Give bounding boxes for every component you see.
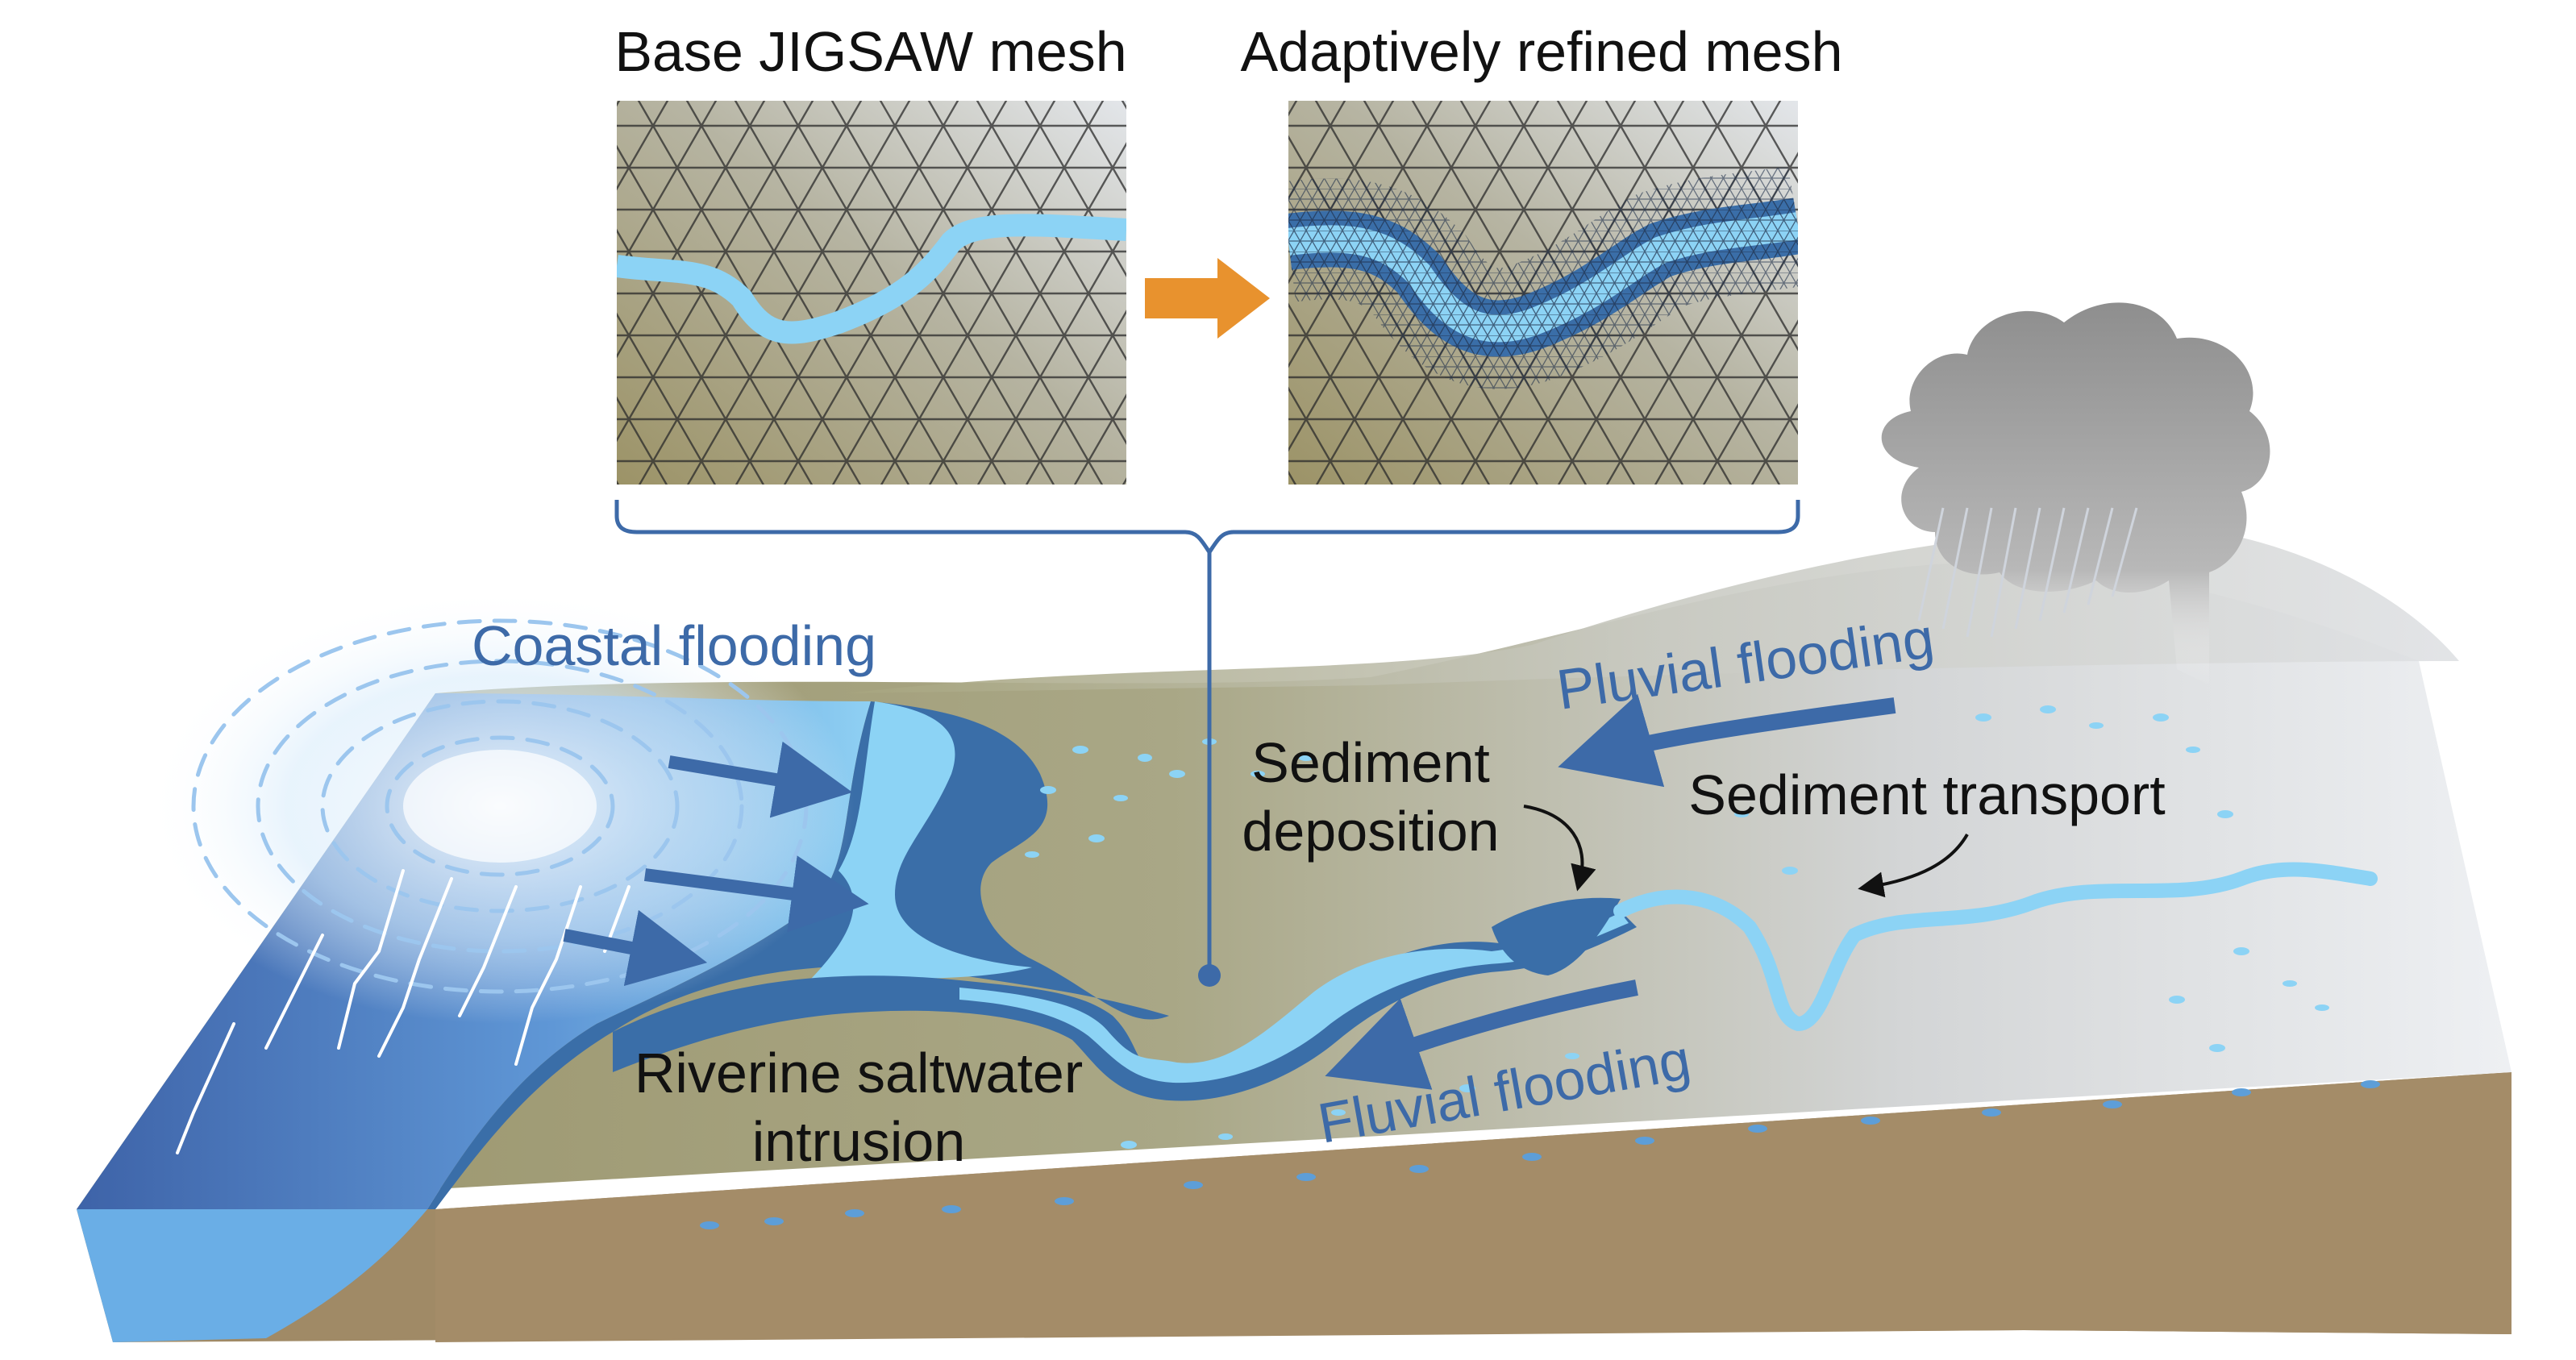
lightning-icon [176,869,630,1154]
refined-mesh-title: Adaptively refined mesh [1240,20,1842,83]
fluvial-flood-arrow [1325,979,1638,1090]
surface-puddles [1025,705,2329,1149]
coastal-flood-zone [427,701,1169,1209]
focus-point [1198,964,1221,987]
ocean-front-face [77,1209,427,1342]
rain-cloud-icon [1881,302,2270,685]
coastal-flood-arrows [563,741,869,987]
sediment-deposit [1492,897,1621,975]
pluvial-flood-arrow [1558,693,1896,788]
process-arrow-icon [1145,258,1270,339]
base-mesh-panel [617,101,1126,485]
riverine-intrusion-label-line2: intrusion [752,1110,966,1173]
mesh-bracket [614,500,1800,967]
deposition-callout-arrow [1523,805,1596,892]
sediment-transport-label: Sediment transport [1688,763,2165,826]
river-upstream [1613,862,2378,1032]
transport-callout-arrow [1858,834,1969,898]
sediment-deposition-label-line1: Sediment [1251,731,1490,794]
refined-mesh-panel [1288,101,1798,485]
coastal-flooding-label: Coastal flooding [472,614,876,677]
groundwater-dots [700,1080,2380,1229]
sediment-deposition-label-line2: deposition [1242,800,1499,863]
riverine-intrusion-label-line1: Riverine saltwater [635,1042,1083,1104]
base-mesh-title: Base JIGSAW mesh [614,20,1126,83]
